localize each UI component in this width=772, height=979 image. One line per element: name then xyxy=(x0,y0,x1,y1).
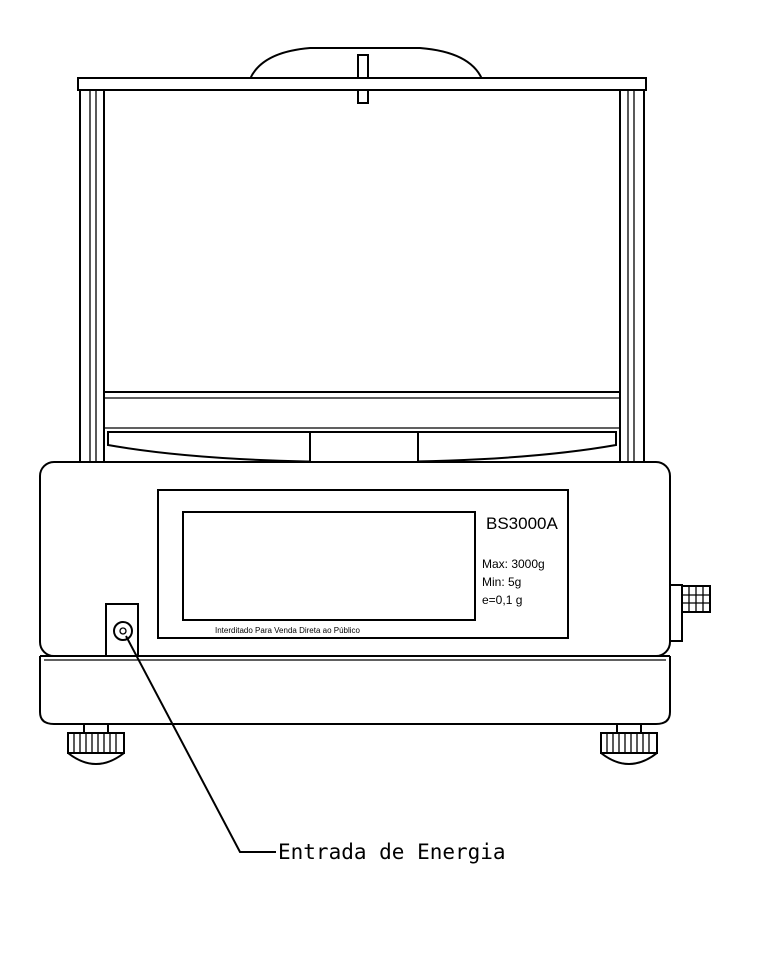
left-foot xyxy=(67,724,125,765)
top-handle xyxy=(249,47,483,104)
left-frame xyxy=(79,89,105,463)
weighing-pan xyxy=(107,431,617,464)
spec-max: Max: 3000g xyxy=(482,557,545,571)
display-window xyxy=(182,511,476,621)
spec-e: e=0,1 g xyxy=(482,593,522,607)
spec-min: Min: 5g xyxy=(482,575,521,589)
right-foot xyxy=(600,724,658,765)
side-connector xyxy=(669,584,711,642)
right-frame xyxy=(619,89,645,463)
label-panel: BS3000A Max: 3000g Min: 5g e=0,1 g Inter… xyxy=(157,489,569,639)
callout-label: Entrada de Energia xyxy=(278,840,506,864)
notice-text: Interditado Para Venda Direta ao Público xyxy=(215,626,361,635)
model-label: BS3000A xyxy=(486,514,558,533)
callout-leader xyxy=(125,635,276,853)
chamber xyxy=(104,391,620,429)
top-cover xyxy=(77,77,647,91)
